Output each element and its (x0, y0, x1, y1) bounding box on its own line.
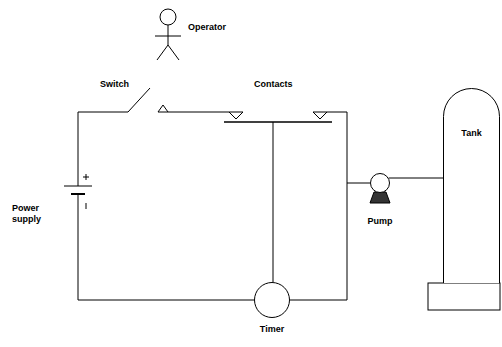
circle-node: Pump (370, 173, 390, 193)
contact-bar (224, 121, 332, 123)
node-label: Timer (260, 324, 284, 335)
tank-outline (444, 89, 500, 284)
switch-label: Switch (100, 79, 129, 90)
wire (78, 112, 79, 186)
wire-connector (290, 183, 370, 300)
battery-plate (64, 186, 92, 187)
contact-symbol (313, 112, 327, 119)
wire (168, 112, 229, 113)
power-supply-label: Power supply (12, 203, 54, 225)
node-label: Pump (367, 216, 392, 227)
switch-contact (158, 105, 168, 112)
tank-outline (443, 88, 500, 283)
operator-head (160, 9, 176, 25)
operator-leg (168, 45, 179, 60)
tank-base (428, 283, 500, 310)
operator-label: Operator (188, 22, 226, 33)
circle-node: Timer (254, 282, 290, 318)
wire (78, 194, 79, 300)
circle-outline (371, 174, 390, 193)
wire (78, 112, 128, 113)
switch-blade (128, 88, 150, 112)
circle-outline (255, 283, 290, 318)
wire (327, 112, 347, 113)
wire (347, 112, 348, 183)
circle-outline (370, 173, 390, 193)
wire (78, 300, 254, 301)
timer-plunger (273, 122, 274, 282)
operator-leg (157, 45, 168, 60)
polarity-mark (86, 174, 87, 180)
polarity-mark (86, 203, 87, 209)
contact-symbol (229, 112, 243, 119)
circle-outline (254, 282, 290, 318)
wire-connector (389, 178, 443, 179)
pump-foot (370, 192, 390, 203)
operator-arms (155, 36, 181, 37)
operator-body (168, 25, 169, 45)
node-label: Tank (443, 88, 500, 139)
contacts-label: Contacts (254, 79, 293, 90)
tank-node: Tank (443, 88, 500, 283)
